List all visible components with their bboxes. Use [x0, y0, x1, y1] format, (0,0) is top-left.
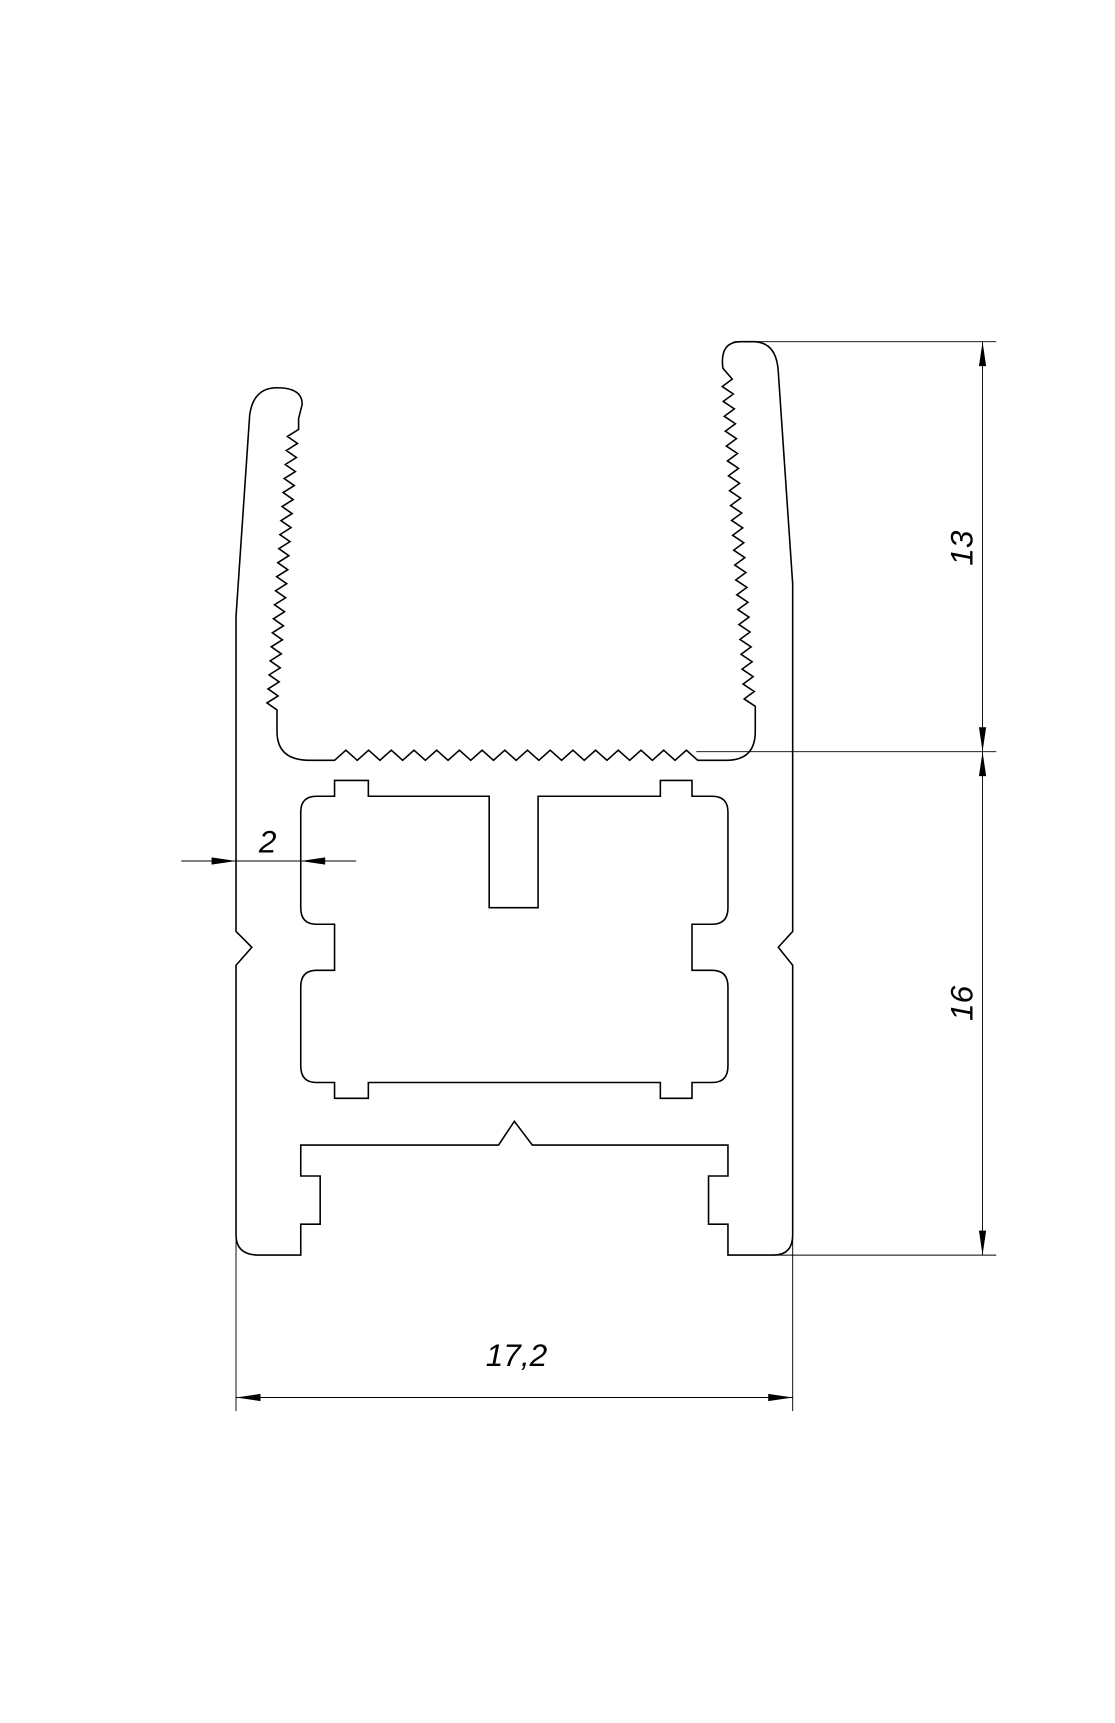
- profile-inner-hollow: [299, 779, 729, 1100]
- arrow-icon: [211, 857, 237, 865]
- arrow-icon: [978, 751, 987, 777]
- arrow-icon: [978, 727, 987, 752]
- dimension-13-label: 13: [943, 530, 979, 566]
- dimension-2-label: 2: [258, 823, 277, 859]
- dimension-vertical: 13 16: [696, 341, 997, 1256]
- arrow-icon: [978, 341, 987, 367]
- profile-drawing: 13 16 17,2 2: [181, 340, 997, 1412]
- dimension-width: 17,2: [235, 1234, 794, 1412]
- arrow-icon: [978, 1230, 987, 1256]
- dimension-16-label: 16: [943, 985, 979, 1021]
- arrow-icon: [300, 857, 326, 865]
- arrow-icon: [236, 1393, 261, 1402]
- profile-outer-contour: [235, 340, 794, 1256]
- dimension-17-2-label: 17,2: [486, 1337, 548, 1373]
- dimension-wall: 2: [181, 823, 357, 865]
- arrow-icon: [768, 1393, 793, 1402]
